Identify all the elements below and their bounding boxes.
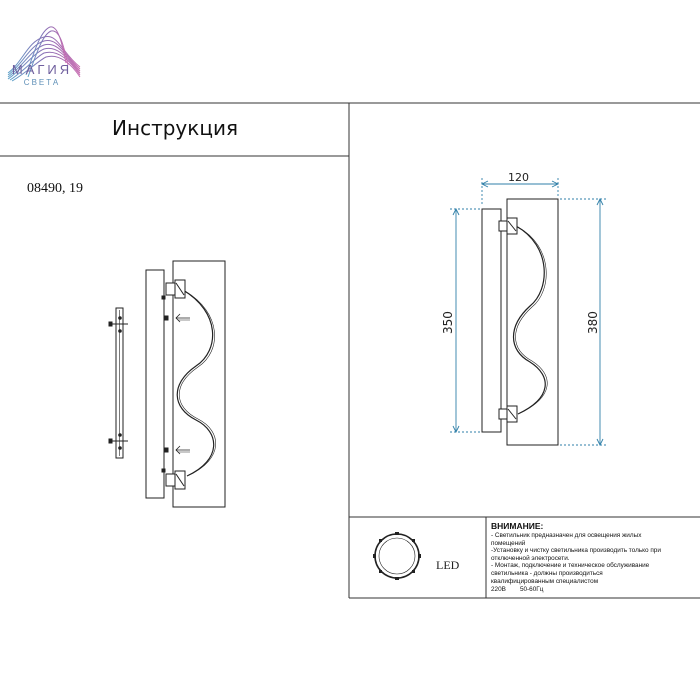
led-ring-icon	[373, 532, 421, 580]
led-wave	[176, 289, 215, 477]
dimension-drawing: 120 350 380	[441, 171, 606, 447]
assembly-drawing	[108, 260, 226, 508]
table-frame	[0, 102, 700, 599]
brand-logo-icon	[7, 26, 81, 82]
warning-line: - Монтаж, подключение и техническое обсл…	[491, 562, 650, 570]
page-title: Инструкция	[112, 116, 238, 140]
warning-line: отключенной электросети.	[491, 554, 570, 562]
dimension-width-label: 120	[508, 171, 529, 184]
warning-line: квалифицированным специалистом	[491, 577, 599, 585]
dimension-body-height-label: 350	[441, 311, 455, 334]
brand-tagline: СВЕТА	[23, 78, 61, 87]
brand-name: МАГИЯ	[11, 62, 73, 77]
front-panel	[172, 260, 226, 508]
warning-title: ВНИМАНИЕ:	[491, 521, 544, 531]
warning-line: -Установку и чистку светильника производ…	[491, 547, 661, 555]
power-spec: 220В 50-60Гц	[491, 586, 696, 594]
bulb-type-label: LED	[436, 558, 460, 572]
warning-line: - Светильник предназначен для освещения …	[491, 532, 642, 539]
warning-line: светильника - должны производиться	[491, 569, 603, 577]
model-number: 08490, 19	[27, 181, 83, 196]
mounting-bracket	[108, 307, 128, 459]
dimension-total-height-label: 380	[586, 311, 600, 334]
back-plate	[145, 269, 165, 499]
voltage-label: 220В	[491, 586, 506, 594]
frequency-label: 50-60Гц	[519, 586, 544, 594]
warning-line: помещений	[491, 539, 526, 547]
warning-block: ВНИМАНИЕ: - Светильник предназначен для …	[491, 521, 696, 594]
